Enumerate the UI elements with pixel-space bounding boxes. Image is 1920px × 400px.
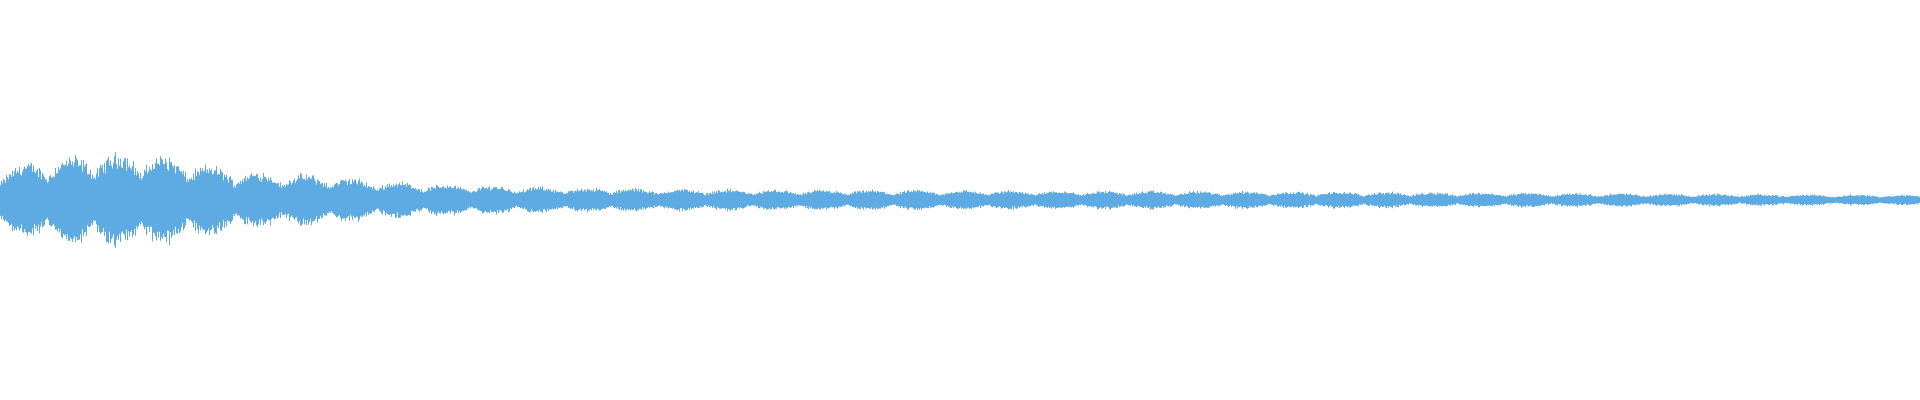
waveform-path [0,152,1920,248]
waveform-bars [0,152,1920,248]
